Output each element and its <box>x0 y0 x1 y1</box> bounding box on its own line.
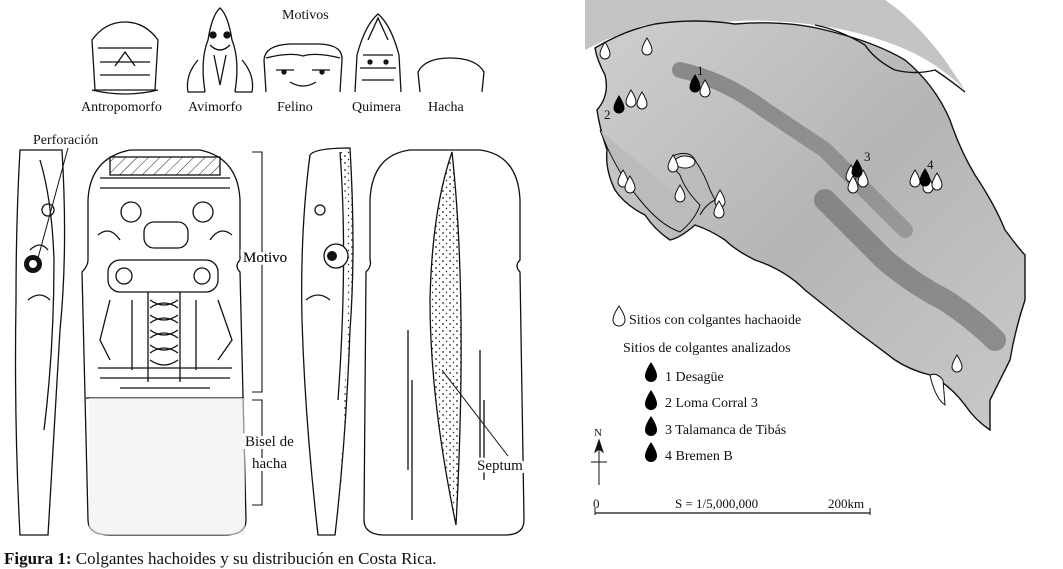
motif-label-2: Felino <box>277 100 313 115</box>
bisel-label-line2: hacha <box>252 456 287 472</box>
hachaoide-site-markers <box>599 37 963 373</box>
pendant-diagram: Motivos Antropomorfo Avimorfo Felino Qui… <box>14 7 526 536</box>
site-number-4: 4 <box>927 157 934 172</box>
site-number-1: 1 <box>697 63 704 78</box>
felino-icon <box>263 43 343 93</box>
pendant-front-view <box>81 149 247 536</box>
legend-hachaoide: Sitios con colgantes hachaoide <box>629 313 801 328</box>
septum-label: Septum <box>477 458 523 474</box>
pendant-side-view-right <box>301 147 354 536</box>
hacha-icon <box>417 57 485 93</box>
legend-site-3: 3 Talamanca de Tibás <box>665 423 786 438</box>
bisel-label-line1: Bisel de <box>245 434 294 450</box>
caption-text: Colgantes hachoides y su distribución en… <box>71 549 437 568</box>
pendant-side-view-left <box>14 149 66 536</box>
legend-analyzed-title: Sitios de colgantes analizados <box>623 341 791 356</box>
scale-end: 200km <box>828 496 864 511</box>
pendant-back-view <box>363 149 525 536</box>
costa-rica-map: 1 2 3 4 Sitios con colgantes hachaoide S… <box>585 0 1026 515</box>
motif-label-1: Avimorfo <box>188 100 242 115</box>
motif-label-4: Hacha <box>428 100 465 115</box>
quimera-icon <box>354 13 402 93</box>
motivo-label: Motivo <box>243 250 287 266</box>
site-number-3: 3 <box>864 149 871 164</box>
map-legend: Sitios con colgantes hachaoide Sitios de… <box>612 305 801 464</box>
legend-site-4: 4 Bremen B <box>665 449 733 464</box>
motivo-bracket <box>252 151 263 506</box>
legend-site-2: 2 Loma Corral 3 <box>665 396 758 411</box>
scale-start: 0 <box>593 496 600 511</box>
legend-site-1: 1 Desagüe <box>665 370 724 385</box>
svg-text:Motivo: Motivo <box>243 250 287 266</box>
site-4-marker <box>919 168 931 187</box>
motif-label-0: Antropomorfo <box>81 100 162 115</box>
site-1-marker <box>689 74 701 93</box>
analyzed-site-markers <box>613 74 931 187</box>
site-number-2: 2 <box>604 107 611 122</box>
motif-label-3: Quimera <box>352 100 402 115</box>
north-arrow-icon <box>591 438 607 485</box>
site-2-marker <box>613 95 625 114</box>
avimorfo-icon <box>186 7 254 93</box>
perforacion-label: Perforación <box>33 133 98 148</box>
figure-caption: Figura 1: Colgantes hachoides y su distr… <box>4 549 437 569</box>
north-label: N <box>594 427 602 439</box>
caption-label: Figura 1: <box>4 549 72 568</box>
antropomorfo-icon <box>91 21 159 95</box>
motifs-title: Motivos <box>282 8 329 23</box>
scale-bar: 0 S = 1/5,000,000 200km <box>593 496 871 515</box>
site-3-marker <box>851 159 863 178</box>
scale-ratio: S = 1/5,000,000 <box>675 496 758 511</box>
